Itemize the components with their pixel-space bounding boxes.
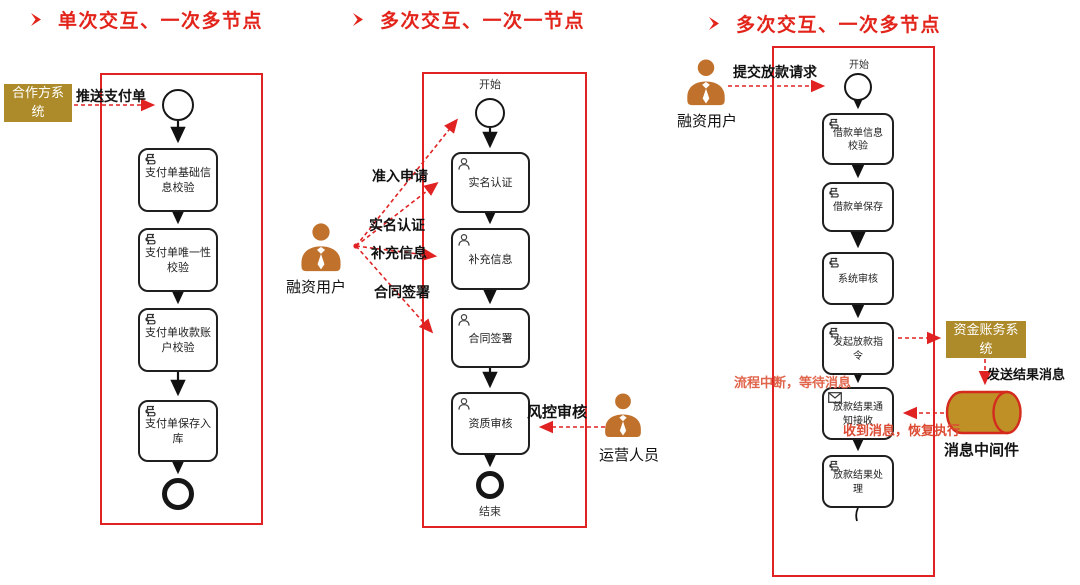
- message-icon: [828, 392, 842, 403]
- interaction-label-contract: 合同签署: [374, 284, 430, 300]
- task-supplement-info: 补充信息: [451, 228, 530, 290]
- script-task-icon: [144, 313, 157, 326]
- flow1-end-event: [162, 478, 194, 510]
- task-payment-save: 支付单保存入库: [138, 400, 218, 462]
- user-task-icon: [457, 397, 471, 411]
- script-task-icon: [144, 233, 157, 246]
- script-task-icon: [828, 257, 840, 269]
- arrow-bullet-icon: [352, 12, 368, 27]
- task-qualification-review: 资质审核: [451, 392, 530, 455]
- arrow-bullet-icon: [30, 12, 46, 27]
- interaction-label-realname: 实名认证: [369, 217, 425, 233]
- operations-staff-label: 运营人员: [599, 447, 660, 464]
- task-label: 资质审核: [468, 418, 513, 431]
- section-title-text: 单次交互、一次多节点: [58, 11, 264, 32]
- financing-user-label: 融资用户: [286, 279, 347, 296]
- start-label: 开始: [849, 60, 869, 71]
- interaction-label-apply: 准入申请: [372, 168, 428, 184]
- task-label: 合同签署: [468, 332, 513, 345]
- flow3-frame: [772, 46, 935, 577]
- partner-system-box: 合作方系统: [4, 84, 72, 122]
- section-title-2: 多次交互、一次一节点: [352, 6, 585, 33]
- script-task-icon: [828, 327, 840, 339]
- task-label: 实名认证: [468, 177, 513, 190]
- user-task-icon: [457, 233, 471, 247]
- task-label: 支付单收款账户校验: [145, 327, 211, 354]
- script-task-icon: [144, 405, 157, 418]
- arrow-bullet-icon: [708, 16, 724, 31]
- task-payment-unique-validate: 支付单唯一性校验: [138, 228, 218, 292]
- section-title-text: 多次交互、一次多节点: [736, 15, 942, 36]
- script-task-icon: [828, 460, 840, 472]
- message-middleware-label: 消息中间件: [944, 442, 1020, 459]
- submit-loan-request-label: 提交放款请求: [733, 64, 817, 80]
- flow2-end-event: [476, 471, 504, 499]
- flow3-start-event: [844, 73, 872, 101]
- interaction-label-supplement: 补充信息: [371, 245, 427, 261]
- operations-staff-icon: [602, 392, 644, 438]
- task-label: 借款单保存: [833, 202, 883, 214]
- task-disbursement-result-process: 放款结果处理: [822, 455, 894, 508]
- task-realname-auth: 实名认证: [451, 152, 530, 213]
- financing-user-label: 融资用户: [677, 113, 738, 130]
- user-task-icon: [457, 313, 471, 327]
- task-initiate-disbursement: 发起放款指令: [822, 322, 894, 375]
- task-label: 补充信息: [468, 253, 513, 266]
- task-payment-account-validate: 支付单收款账户校验: [138, 308, 218, 372]
- task-label: 支付单基础信息校验: [145, 167, 211, 194]
- script-task-icon: [144, 153, 157, 166]
- flow2-frame: [422, 72, 587, 528]
- task-label: 放款结果处理: [833, 470, 883, 495]
- funds-accounting-system-box: 资金账务系统: [946, 321, 1026, 358]
- task-label: 系统审核: [838, 273, 878, 285]
- send-result-message-label: 发送结果消息: [987, 367, 1066, 382]
- flow2-start-event: [475, 98, 505, 128]
- risk-review-label: 风控审核: [527, 404, 588, 421]
- task-label: 借款单信息校验: [833, 127, 883, 153]
- section-title-1: 单次交互、一次多节点: [30, 6, 263, 33]
- task-loan-save: 借款单保存: [822, 182, 894, 232]
- section-title-3: 多次交互、一次多节点: [708, 10, 941, 37]
- resume-note: 收到消息，恢复执行: [843, 423, 961, 438]
- section-title-text: 多次交互、一次一节点: [380, 11, 586, 32]
- task-contract-sign: 合同签署: [451, 308, 530, 368]
- interrupt-note: 流程中断，等待消息: [734, 375, 852, 390]
- task-label: 放款结果通知接收: [833, 402, 883, 427]
- task-loan-info-validate: 借款单信息校验: [822, 113, 894, 165]
- task-label: 发起放款指令: [833, 337, 883, 362]
- end-label: 结束: [479, 506, 501, 518]
- script-task-icon: [828, 118, 840, 130]
- financing-user-icon: [298, 222, 344, 272]
- task-label: 支付单保存入库: [145, 418, 211, 445]
- start-label: 开始: [479, 79, 501, 91]
- financing-user-icon: [684, 58, 728, 106]
- flow1-start-event: [162, 89, 194, 121]
- flow1-frame: [100, 73, 263, 525]
- task-system-review: 系统审核: [822, 252, 894, 305]
- user-task-icon: [457, 157, 471, 171]
- script-task-icon: [828, 187, 840, 199]
- task-label: 支付单唯一性校验: [145, 247, 211, 274]
- push-payment-label: 推送支付单: [76, 88, 146, 104]
- message-middleware-cylinder: [944, 389, 1026, 436]
- task-payment-basic-validate: 支付单基础信息校验: [138, 148, 218, 212]
